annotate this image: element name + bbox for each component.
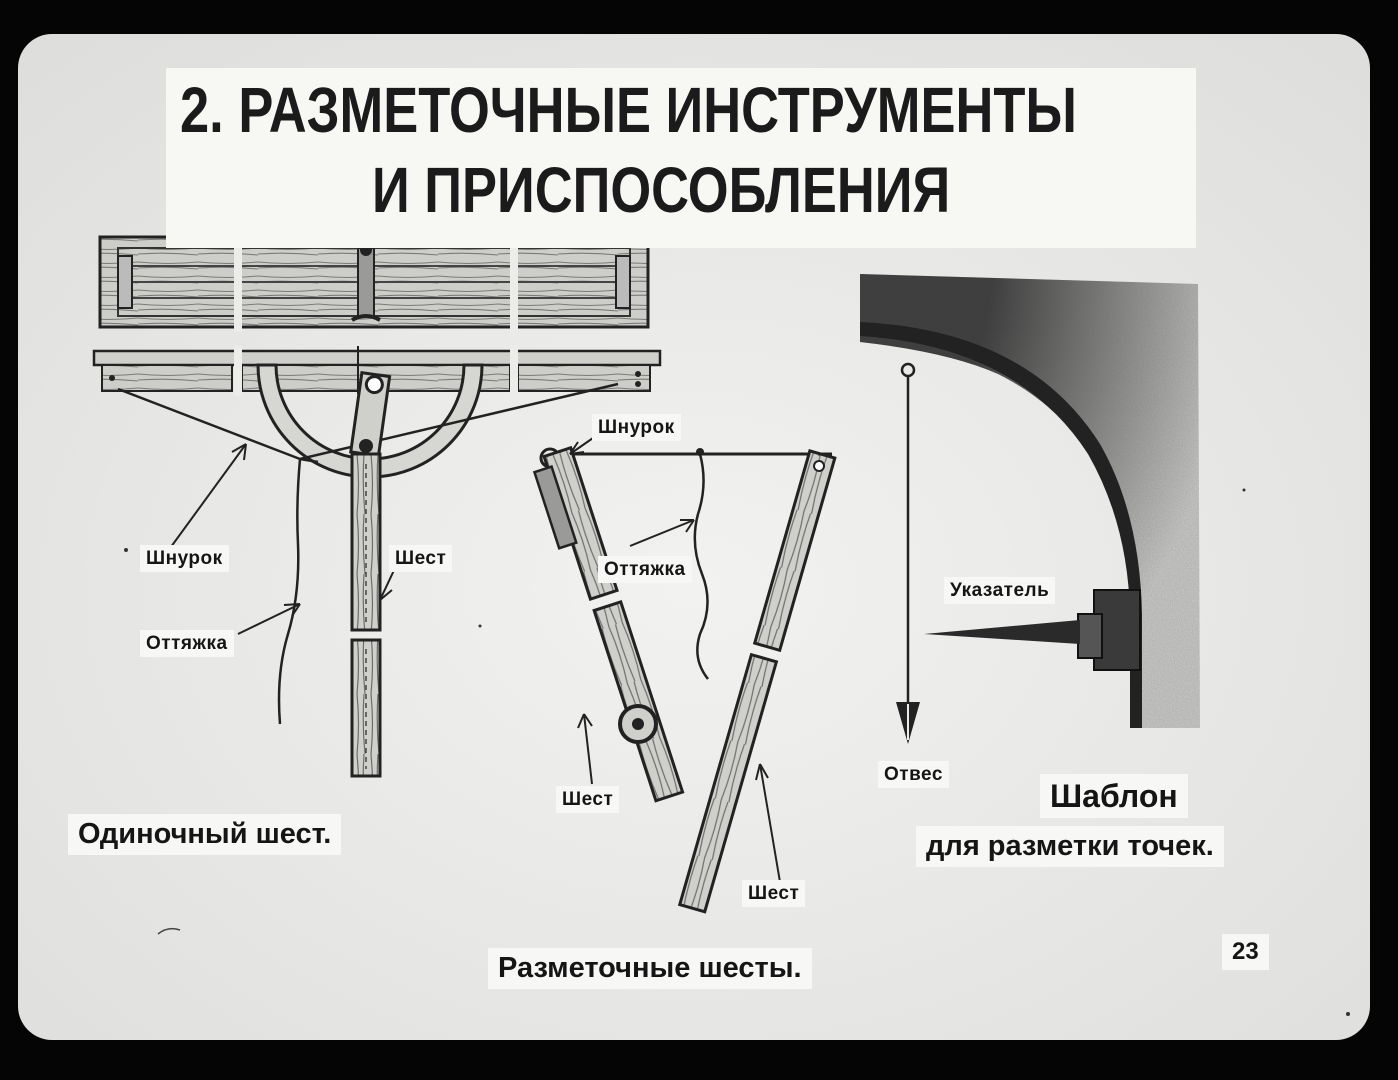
label-guy-middle: Оттяжка <box>598 556 692 583</box>
label-cord-left: Шнурок <box>140 545 229 572</box>
template-drawing <box>860 274 1200 744</box>
label-plumb: Отвес <box>878 761 949 788</box>
caption-single-pole: Одиночный шест. <box>68 814 342 855</box>
page-number: 23 <box>1222 934 1269 970</box>
label-pointer: Указатель <box>944 577 1056 604</box>
single-pole-drawing <box>92 232 662 778</box>
marking-poles-drawing <box>532 437 837 914</box>
caption-marking-poles: Разметочные шесты. <box>488 948 812 989</box>
title-line-1: 2. РАЗМЕТОЧНЫЕ ИНСТРУМЕНТЫ <box>180 74 1077 146</box>
title-block: 2. РАЗМЕТОЧНЫЕ ИНСТРУМЕНТЫ И ПРИСПОСОБЛЕ… <box>166 68 1196 248</box>
label-pole-middle-left: Шест <box>556 786 620 813</box>
slide: 2. РАЗМЕТОЧНЫЕ ИНСТРУМЕНТЫ И ПРИСПОСОБЛЕ… <box>18 34 1370 1040</box>
label-guy-left: Оттяжка <box>140 630 234 657</box>
caption-template-line-2: для разметки точек. <box>916 826 1224 867</box>
label-cord-middle: Шнурок <box>592 414 681 441</box>
caption-template-line-1: Шаблон <box>1040 774 1188 818</box>
title-line-2: И ПРИСПОСОБЛЕНИЯ <box>372 154 951 226</box>
label-pole-left: Шест <box>389 545 453 572</box>
label-pole-middle-right: Шест <box>742 880 806 907</box>
